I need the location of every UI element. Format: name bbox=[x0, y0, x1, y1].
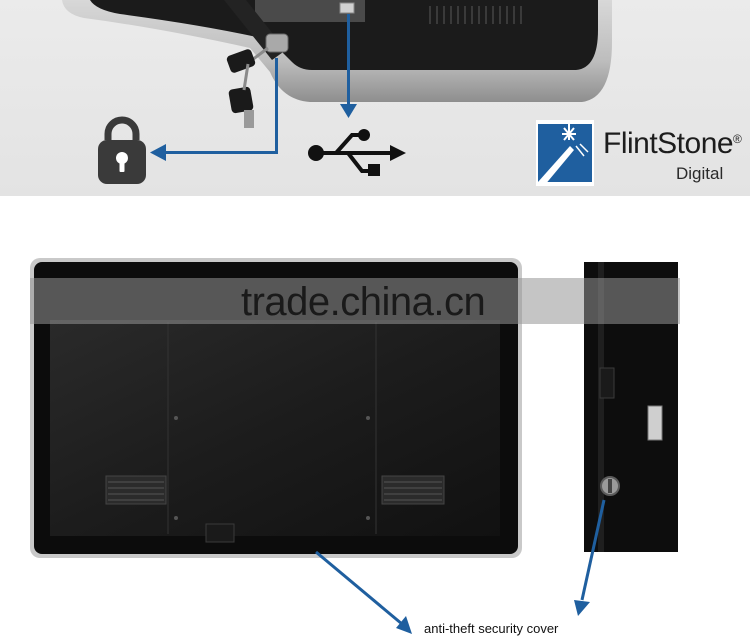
brand-logo: FlintStone ® Digital bbox=[536, 120, 750, 190]
key-icon bbox=[226, 46, 269, 128]
side-port bbox=[647, 405, 663, 441]
back-screws bbox=[174, 416, 370, 520]
lock-barrel bbox=[265, 33, 289, 53]
device-back-cover bbox=[50, 320, 500, 536]
brand-subtitle: Digital bbox=[676, 164, 724, 183]
watermark-band bbox=[30, 278, 680, 324]
side-lock-cylinder bbox=[600, 476, 620, 496]
brand-name: FlintStone bbox=[603, 127, 734, 160]
usb-port bbox=[339, 2, 355, 14]
arrow-to-security-cover bbox=[315, 550, 412, 634]
security-cover-notch bbox=[205, 523, 235, 543]
grille-dots bbox=[108, 481, 442, 501]
vent-grille bbox=[429, 6, 522, 24]
top-detail-illustration bbox=[62, 0, 612, 184]
bracket-plate bbox=[255, 0, 365, 22]
speaker-grille-right bbox=[381, 475, 445, 505]
arrow-to-side-lock bbox=[574, 499, 606, 616]
arrow-to-lock bbox=[150, 58, 278, 161]
lock-icon bbox=[98, 116, 146, 184]
watermark-text: trade.china.cn bbox=[241, 280, 486, 324]
brand-logo-mark bbox=[536, 120, 594, 186]
security-cover-caption: anti-theft security cover bbox=[424, 621, 559, 636]
speaker-grille-left bbox=[105, 475, 167, 505]
arrow-to-usb bbox=[340, 14, 357, 118]
brand-registered-mark: ® bbox=[733, 132, 742, 146]
side-slot bbox=[599, 367, 615, 399]
side-lock-keyway bbox=[608, 479, 612, 493]
usb-icon bbox=[308, 129, 406, 176]
